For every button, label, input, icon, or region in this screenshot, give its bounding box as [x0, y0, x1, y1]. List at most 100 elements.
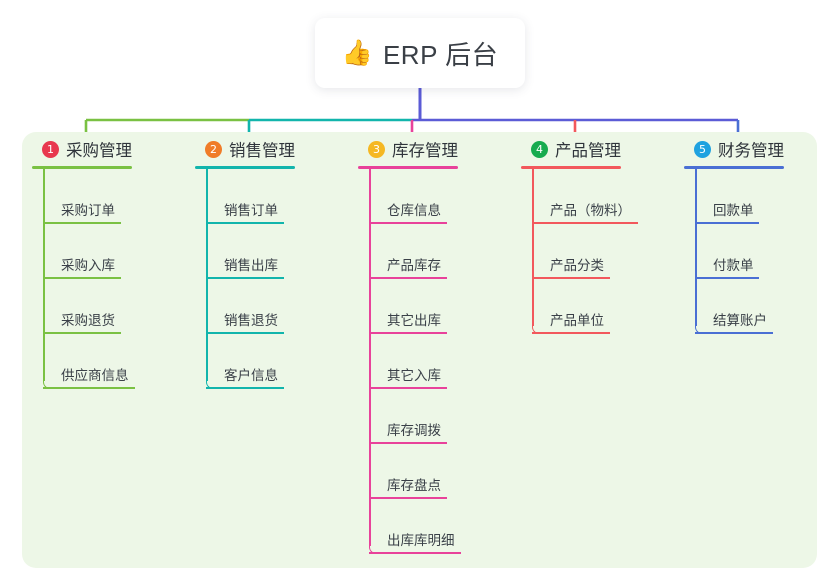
- branch-rule-5: [684, 166, 784, 169]
- branches-panel: [22, 132, 817, 568]
- branch-item-underline: [369, 386, 447, 389]
- branch-item[interactable]: 采购入库: [43, 224, 190, 279]
- branch-item[interactable]: 出库库明细: [369, 499, 516, 554]
- branch-item[interactable]: 采购退货: [43, 279, 190, 334]
- branch-rule-2: [195, 166, 295, 169]
- branch-item-underline: [532, 221, 638, 224]
- branch-items-4: 产品（物料） 产品分类产品单位: [532, 168, 679, 334]
- branch-item-label: 产品分类: [550, 257, 604, 273]
- branch-item-underline: [532, 276, 610, 279]
- branch-header-5[interactable]: 5 财务管理: [682, 132, 839, 166]
- branch-item-label: 仓库信息: [387, 202, 441, 218]
- branch-item[interactable]: 产品单位: [532, 279, 679, 334]
- branch-column-5: 5 财务管理 回款单付款单结算账户: [682, 132, 839, 334]
- branch-item[interactable]: 付款单: [695, 224, 839, 279]
- branch-item[interactable]: 结算账户: [695, 279, 839, 334]
- branch-item-underline: [695, 221, 759, 224]
- branch-items-1: 采购订单采购入库采购退货供应商信息: [43, 168, 190, 389]
- branch-item-underline: [369, 496, 447, 499]
- branch-item-label: 其它入库: [387, 367, 441, 383]
- branch-item-underline: [369, 221, 447, 224]
- branch-badge-1: 1: [42, 140, 59, 158]
- branch-item-label: 销售出库: [224, 257, 278, 273]
- thumbs-up-emoji: 👍: [341, 38, 373, 67]
- branch-rule-3: [358, 166, 458, 169]
- branch-item[interactable]: 库存调拨: [369, 389, 516, 444]
- branch-item-underline: [532, 331, 610, 334]
- branch-item-label: 供应商信息: [61, 367, 129, 383]
- branch-item-label: 回款单: [713, 202, 754, 218]
- branch-item-label: 出库库明细: [387, 532, 455, 548]
- branch-item-label: 销售订单: [224, 202, 278, 218]
- branch-items-5: 回款单付款单结算账户: [695, 168, 839, 334]
- branch-item-underline: [695, 276, 759, 279]
- branch-title-1: 采购管理: [66, 142, 132, 160]
- branch-item-underline: [369, 276, 447, 279]
- branch-badge-3: 3: [368, 140, 385, 158]
- branch-badge-4: 4: [531, 140, 548, 158]
- branch-columns: 1 采购管理 采购订单采购入库采购退货供应商信息 2 销售管理 销售订单销售出库…: [22, 132, 817, 568]
- branch-stem-4: [532, 168, 534, 326]
- branch-item[interactable]: 产品库存: [369, 224, 516, 279]
- branch-column-2: 2 销售管理 销售订单销售出库销售退货客户信息: [193, 132, 353, 389]
- branch-item-label: 采购订单: [61, 202, 115, 218]
- branch-item-underline: [369, 551, 461, 554]
- branch-item[interactable]: 供应商信息: [43, 334, 190, 389]
- branch-item-label: 结算账户: [713, 312, 767, 328]
- branch-item[interactable]: 其它入库: [369, 334, 516, 389]
- branch-header-1[interactable]: 1 采购管理: [30, 132, 190, 166]
- branch-header-4[interactable]: 4 产品管理: [519, 132, 679, 166]
- branch-title-5: 财务管理: [718, 142, 784, 160]
- branch-stem-2: [206, 168, 208, 381]
- branch-item[interactable]: 客户信息: [206, 334, 353, 389]
- branch-badge-5: 5: [694, 140, 711, 158]
- branch-item[interactable]: 产品（物料）: [532, 169, 679, 224]
- branch-item[interactable]: 销售订单: [206, 169, 353, 224]
- branch-badge-2: 2: [205, 140, 222, 158]
- branch-item-underline: [43, 276, 121, 279]
- branch-item-label: 采购入库: [61, 257, 115, 273]
- branch-item[interactable]: 产品分类: [532, 224, 679, 279]
- branch-item-label: 产品库存: [387, 257, 441, 273]
- branch-item-label: 其它出库: [387, 312, 441, 328]
- branch-stem-5: [695, 168, 697, 326]
- branch-header-2[interactable]: 2 销售管理: [193, 132, 353, 166]
- branch-item-underline: [206, 386, 284, 389]
- branch-items-3: 仓库信息产品库存其它出库其它入库库存调拨库存盘点出库库明细: [369, 168, 516, 554]
- branch-item-label: 产品单位: [550, 312, 604, 328]
- branch-stem-3: [369, 168, 371, 546]
- branch-item-label: 产品（物料）: [550, 202, 631, 218]
- branch-item-label: 销售退货: [224, 312, 278, 328]
- branch-column-1: 1 采购管理 采购订单采购入库采购退货供应商信息: [30, 132, 190, 389]
- branch-item[interactable]: 采购订单: [43, 169, 190, 224]
- root-node-card[interactable]: 👍 ERP 后台: [315, 18, 525, 88]
- branch-column-4: 4 产品管理 产品（物料） 产品分类产品单位: [519, 132, 679, 334]
- branch-item-label: 库存盘点: [387, 477, 441, 493]
- branch-item-underline: [43, 221, 121, 224]
- branch-item[interactable]: 销售出库: [206, 224, 353, 279]
- branch-item-underline: [369, 441, 447, 444]
- branch-item-underline: [43, 331, 121, 334]
- branch-item[interactable]: 仓库信息: [369, 169, 516, 224]
- branch-item[interactable]: 销售退货: [206, 279, 353, 334]
- branch-item[interactable]: 其它出库: [369, 279, 516, 334]
- branch-item-label: 采购退货: [61, 312, 115, 328]
- branch-item-underline: [206, 331, 284, 334]
- branch-item-label: 客户信息: [224, 367, 278, 383]
- branch-items-2: 销售订单销售出库销售退货客户信息: [206, 168, 353, 389]
- branch-item[interactable]: 回款单: [695, 169, 839, 224]
- branch-item-underline: [206, 276, 284, 279]
- branch-item-underline: [206, 221, 284, 224]
- branch-item-label: 付款单: [713, 257, 754, 273]
- branch-item-underline: [695, 331, 773, 334]
- branch-header-3[interactable]: 3 库存管理: [356, 132, 516, 166]
- branch-item-underline: [43, 386, 135, 389]
- branch-stem-1: [43, 168, 45, 381]
- branch-rule-1: [32, 166, 132, 169]
- branch-rule-4: [521, 166, 621, 169]
- branch-title-3: 库存管理: [392, 142, 458, 160]
- root-title: ERP 后台: [382, 39, 499, 70]
- branch-title-4: 产品管理: [555, 142, 621, 160]
- branch-item[interactable]: 库存盘点: [369, 444, 516, 499]
